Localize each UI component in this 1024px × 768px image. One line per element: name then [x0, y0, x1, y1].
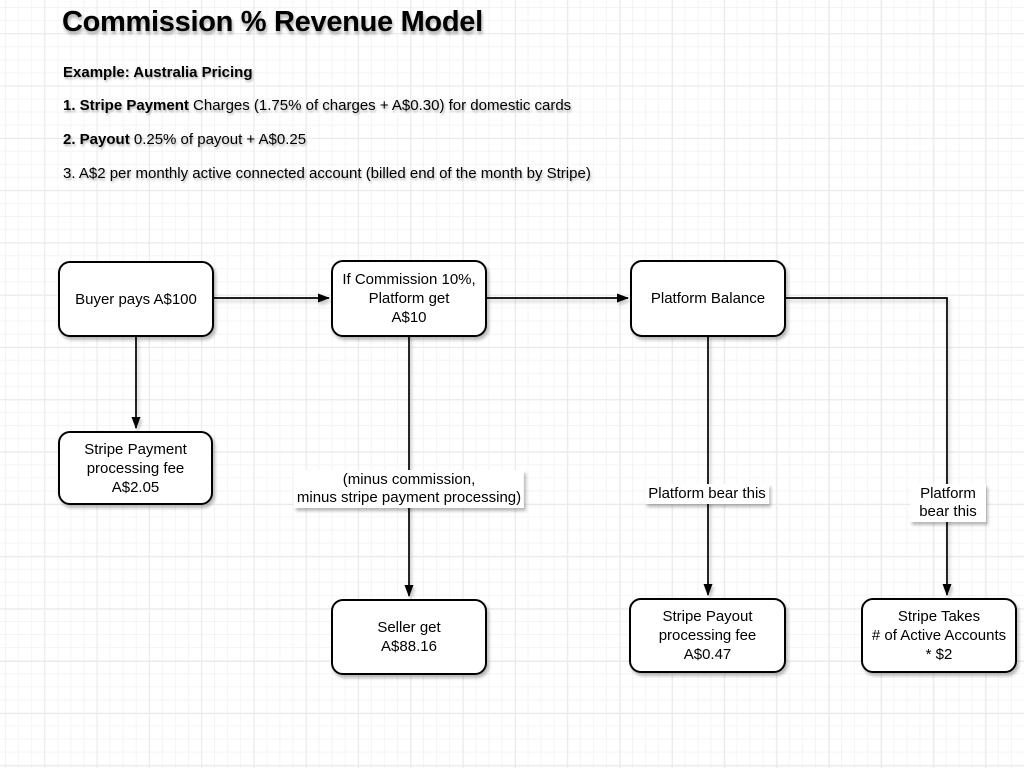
node-stripe-payment-fee: Stripe Payment processing fee A$2.05 [58, 431, 213, 505]
note-bold-text: 2. Payout [63, 131, 130, 148]
node-seller-get: Seller get A$88.16 [331, 599, 487, 675]
arrow-platform-balance-to-stripe-takes [786, 297, 952, 596]
node-stripe-takes: Stripe Takes # of Active Accounts * $2 [861, 598, 1017, 673]
example-subtitle: Example: Australia Pricing [63, 64, 253, 81]
note-stripe-payment: 1. Stripe Payment Charges (1.75% of char… [63, 97, 571, 114]
note-active-account-fee: 3. A$2 per monthly active connected acco… [63, 165, 591, 182]
note-regular-text: 0.25% of payout + A$0.25 [129, 131, 307, 148]
note-payout: 2. Payout 0.25% of payout + A$0.25 [63, 131, 306, 148]
note-regular-text: Charges (1.75% of charges + A$0.30) for … [188, 97, 572, 114]
edge-label-platform-bear-this-left: Platform bear this [645, 484, 769, 504]
node-platform-balance: Platform Balance [630, 260, 786, 337]
node-buyer-pays: Buyer pays A$100 [58, 261, 214, 337]
note-regular-text: 3. A$2 per monthly active connected acco… [63, 165, 591, 182]
edge-label-platform-bear-this-right: Platform bear this [910, 484, 986, 522]
node-commission-platform-get: If Commission 10%, Platform get A$10 [331, 260, 487, 337]
node-stripe-payout-fee: Stripe Payout processing fee A$0.47 [629, 598, 786, 673]
page-title: Commission % Revenue Model [62, 6, 483, 38]
edge-label-minus-commission: (minus commission, minus stripe payment … [293, 470, 525, 508]
note-bold-text: 1. Stripe Payment [63, 97, 189, 114]
